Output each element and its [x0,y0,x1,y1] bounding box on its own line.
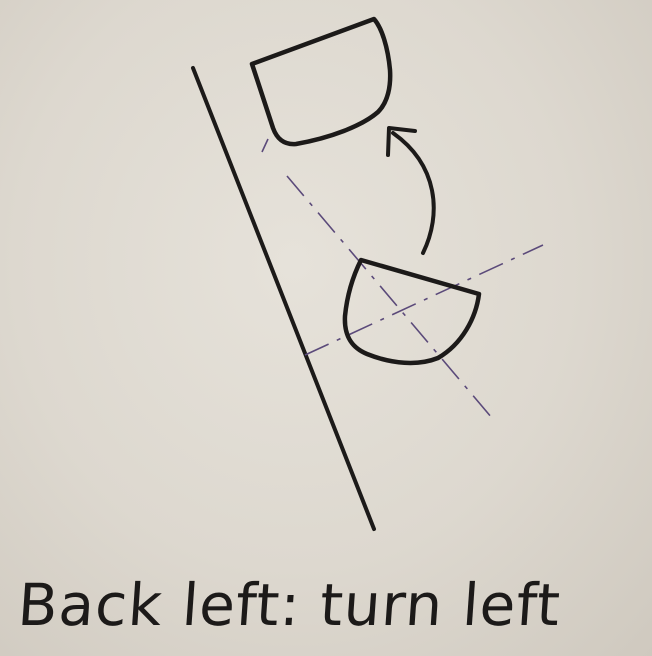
car-start-position [342,257,482,366]
car-final-position [249,16,393,147]
curb-line [191,66,376,531]
diagram-caption: Back left: turn left [15,571,564,639]
curved-arrow-icon [391,131,436,255]
curb-tick [261,138,269,153]
guide-line-cross [304,244,544,356]
guide-line-diagonal [286,175,493,419]
arrow-head [386,126,417,157]
